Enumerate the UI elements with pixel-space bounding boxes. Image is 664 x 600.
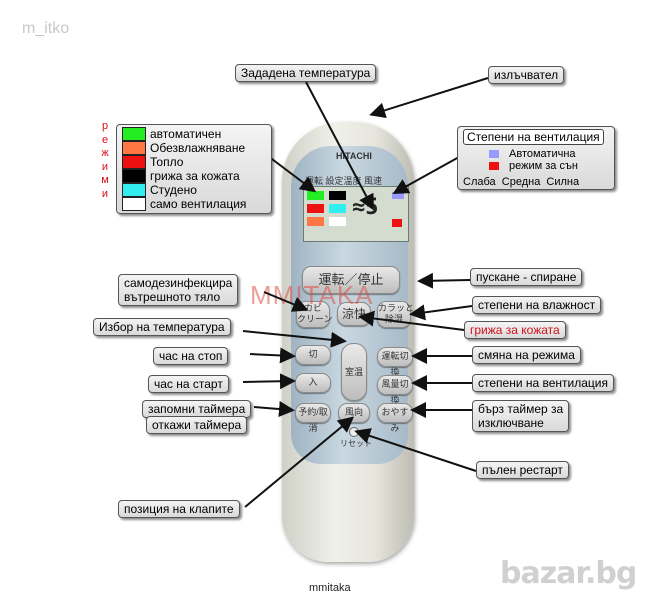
fan-auto-label: Автоматична [509,148,576,160]
mode-label: само вентилация [150,197,247,211]
label-quick-timer: бърз таймер за изключване [472,400,570,432]
power-key[interactable]: 運転／停止 [302,266,400,294]
arrow-power [417,272,471,289]
arrow-louver [244,416,355,508]
mode-label: автоматичен [150,127,222,141]
label-louver: позиция на клапите [118,500,240,518]
temp-key[interactable]: 室温 [341,343,367,401]
label-self-disinfect: самодезинфекцира вътрешното тяло [118,274,239,306]
site-logo: bazar.bg [500,556,637,591]
arrow-start [242,373,296,390]
fan-auto-swatch [489,150,499,158]
reserve-key[interactable]: 予約/取消 [295,403,331,433]
display-headers: 運転 設定温度 風速 [305,176,383,186]
label-stop-time: час на стоп [153,347,229,365]
fan-legend-title: Степени на вентилация [463,129,604,145]
mode-row: автоматичен [122,127,266,141]
label-emitter: излъчвател [488,66,565,84]
label-humidity: степени на влажност [472,296,602,314]
mode-label: грижа за кожата [150,169,240,183]
modes-vertical-letter: и [101,187,109,200]
mode-row: само вентилация [122,197,266,211]
arrow-temp-select [242,330,347,348]
lcd-mode-red [307,204,324,213]
lcd-mode-cyan [329,204,346,213]
mode-row: Студено [122,183,266,197]
mode-swatch [122,169,146,183]
lcd-mode-orange [307,217,324,226]
label-set-temp: Зададена температура [235,64,377,82]
label-mode-change: смяна на режима [472,346,581,364]
label-temp-select: Избор на температура [93,318,231,336]
mode-label: Топло [150,155,184,169]
label-start-time: час на старт [148,375,229,393]
modes-vertical-letter: р [101,120,109,132]
arrow-stop [249,347,296,364]
mode-label: Обезвлажняване [150,141,246,155]
modes-vertical-letter: е [101,133,109,146]
label-full-restart: пълен рестарт [476,461,569,479]
label-fan-levels: степени на вентилация [472,374,614,392]
lcd-fan-auto [392,192,404,199]
lcd-mode-white [329,217,346,226]
arrow-restart [354,428,477,472]
mode-swatch [122,197,146,211]
label-cancel-timer: откажи таймера [146,416,248,434]
lcd-fan-sleep [392,219,402,227]
arrow-humidity [409,304,473,321]
caption: mmitaka [309,582,351,594]
arrow-skin-care [358,310,465,331]
arrow-emitter [369,77,489,119]
fan-sleep-label: режим за сън [509,160,578,172]
lcd-display: ≈5 [303,186,409,242]
arrow-fan-box [392,151,469,194]
mode-swatch [122,183,146,197]
mode-swatch [122,155,146,169]
mode-row: Обезвлажняване [122,141,266,155]
arrow-save-timer [253,401,295,418]
mode-label: Студено [150,183,197,197]
mode-swatch [122,141,146,155]
fan-speeds: Слаба Средна Силна [463,176,580,188]
mode-row: грижа за кожата [122,169,266,183]
watermark-top: m_itko [22,20,70,37]
arrow-set-temp [305,81,374,211]
label-power: пускане - спиране [470,268,583,286]
lcd-mode-green [307,191,324,200]
mode-swatch [122,127,146,141]
fan-legend: Степени на вентилация Автоматична режим … [457,126,615,190]
label-skin-care: грижа за кожата [464,321,566,339]
reset-label: リセット [340,439,372,448]
modes-vertical-letter: и [101,160,109,173]
label-save-timer: запомни таймера [142,400,252,418]
remote-brand: HITACHI [336,151,372,161]
modes-vertical-letter: м [101,174,109,186]
arrow-self-disinfect [263,291,309,312]
mode-row: Топло [122,155,266,169]
lcd-mode-black [329,191,346,200]
fan-sleep-swatch [489,162,499,170]
modes-vertical-letter: ж [101,147,109,159]
